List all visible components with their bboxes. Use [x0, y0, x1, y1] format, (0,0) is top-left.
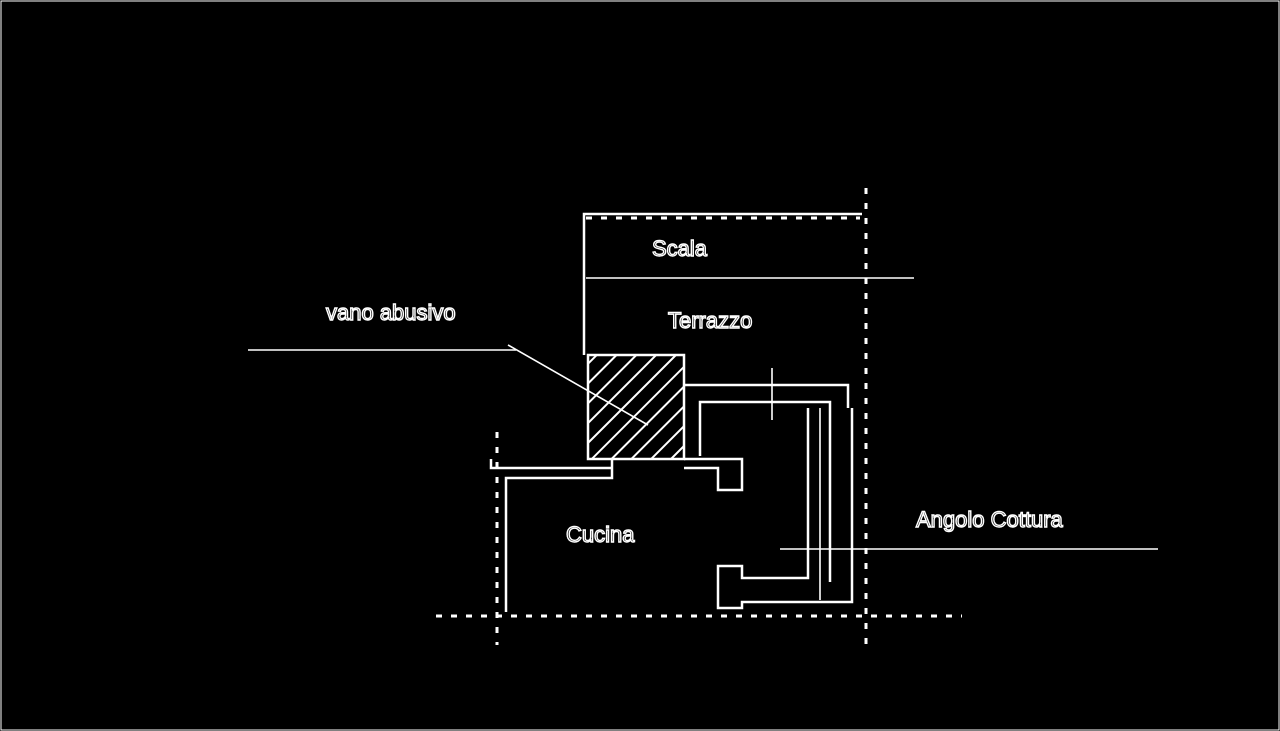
label-terrazzo: Terrazzo	[668, 308, 752, 333]
terrazzo-outline	[582, 212, 914, 355]
wall-outlines	[489, 368, 854, 610]
label-cucina: Cucina	[566, 522, 635, 547]
leader-lines	[248, 344, 1158, 550]
label-angolo-cottura: Angolo Cottura	[916, 507, 1064, 532]
label-vano-abusivo: vano abusivo	[326, 300, 456, 325]
vano-abusivo-room	[504, 353, 686, 612]
label-scala: Scala	[652, 236, 708, 261]
